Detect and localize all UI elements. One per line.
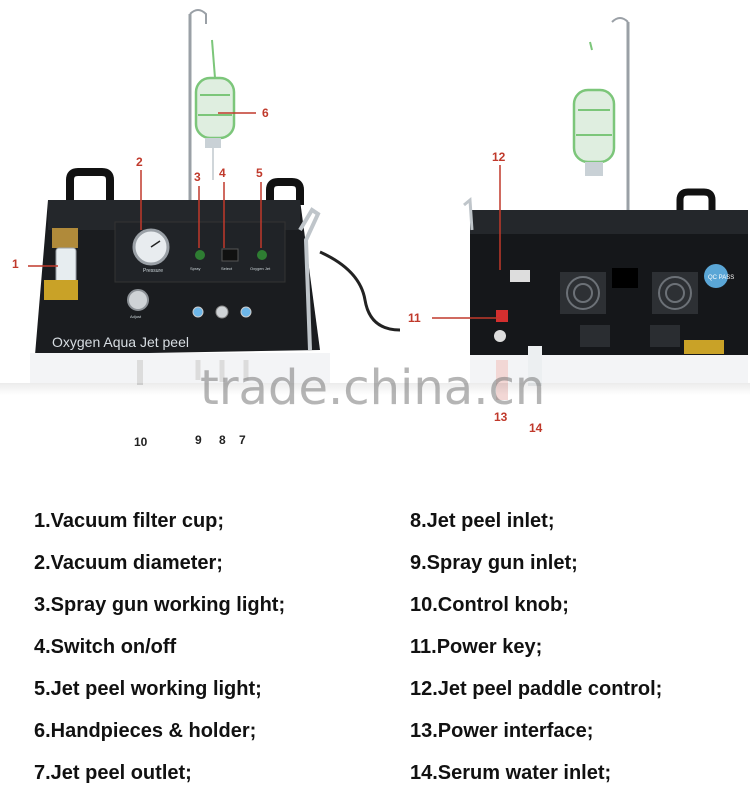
callout-10: 10 <box>134 435 148 449</box>
callout-13: 13 <box>494 410 508 424</box>
callout-5: 5 <box>256 166 263 180</box>
callout-3: 3 <box>194 170 201 184</box>
legend-item: 8.Jet peel inlet; <box>410 510 555 532</box>
legend-item: 10.Control knob; <box>410 594 569 616</box>
machine-brand-text: Oxygen Aqua Jet peel <box>52 334 189 350</box>
callout-12: 12 <box>492 150 506 164</box>
rear-serum-bottle <box>572 88 616 176</box>
callout-9: 9 <box>195 433 202 447</box>
callout-7: 7 <box>239 433 246 447</box>
floor-shadow <box>0 383 750 395</box>
legend-item: 7.Jet peel outlet; <box>34 762 192 784</box>
callout-1: 1 <box>12 257 19 271</box>
panel-select-label: Select <box>221 266 233 271</box>
panel-oxygen-label: Oxygen Jet <box>250 266 271 271</box>
rear-qc-sticker: QC PASS <box>708 275 734 281</box>
legend-item: 11.Power key; <box>410 636 543 658</box>
legend-item: 1.Vacuum filter cup; <box>34 510 225 532</box>
product-photo: Pressure Spray Select Oxygen Jet Adjust … <box>0 9 750 449</box>
callout-8: 8 <box>219 433 226 447</box>
legend-item: 3.Spray gun working light; <box>34 594 286 616</box>
callout-4: 4 <box>219 166 226 180</box>
legend-right-column: 8.Jet peel inlet; 9.Spray gun inlet; 10.… <box>410 500 662 794</box>
callout-14: 14 <box>529 421 543 435</box>
front-serum-bottle <box>194 39 236 180</box>
legend-item: 2.Vacuum diameter; <box>34 552 223 574</box>
callout-6: 6 <box>262 106 269 120</box>
panel-adjust-label: Adjust <box>130 314 142 319</box>
legend-left-column: 1.Vacuum filter cup; 2.Vacuum diameter; … <box>34 500 285 794</box>
legend-item: 12.Jet peel paddle control; <box>410 678 663 700</box>
machine-illustration: Pressure Spray Select Oxygen Jet Adjust … <box>28 9 748 400</box>
legend-item: 14.Serum water inlet; <box>410 762 612 784</box>
legend-item: 6.Handpieces & holder; <box>34 720 257 742</box>
legend-item: 5.Jet peel working light; <box>34 678 262 700</box>
callout-2: 2 <box>136 155 143 169</box>
legend-item: 4.Switch on/off <box>34 636 177 658</box>
panel-pressure-label: Pressure <box>143 268 163 274</box>
callout-11: 11 <box>408 311 421 325</box>
watermark-text: trade.china.cn <box>200 360 546 416</box>
panel-spray-label: Spray <box>190 266 200 271</box>
legend-item: 13.Power interface; <box>410 720 594 742</box>
legend-item: 9.Spray gun inlet; <box>410 552 578 574</box>
